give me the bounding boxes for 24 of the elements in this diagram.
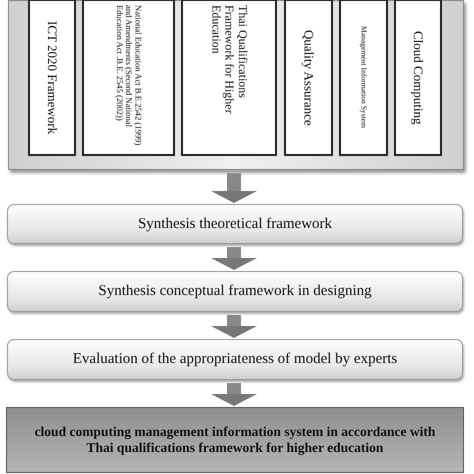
block-arrow <box>211 173 257 203</box>
column-label: Thai Qualifications Framework for Higher Education <box>209 5 249 116</box>
process-box <box>7 339 463 380</box>
block-arrow <box>211 383 257 406</box>
framework-panel <box>8 0 464 170</box>
step-label: Synthesis conceptual framework in designing <box>98 283 372 300</box>
block-arrow <box>211 315 257 338</box>
framework-column <box>339 0 388 156</box>
step-label: Evaluation of the appropriateness of model by experts <box>72 351 398 368</box>
framework-column <box>82 0 175 156</box>
framework-column <box>284 0 333 156</box>
process-box <box>7 204 463 244</box>
block-arrow <box>211 247 257 270</box>
result-box <box>6 407 464 473</box>
framework-column <box>394 0 442 156</box>
column-label: Quality Assurance <box>301 30 316 126</box>
framework-column <box>28 0 76 156</box>
step-label: Synthesis theoretical framework <box>138 216 332 232</box>
column-label: ICT 2020 Framework <box>44 20 60 134</box>
column-label: Cloud Computing <box>410 30 426 124</box>
framework-column <box>181 0 277 156</box>
column-label: National Education Act B.E.2542 (1999) and Amendments (Second National Education Act .B.E. 2545 (2002)) <box>114 5 143 148</box>
process-box <box>7 271 463 312</box>
result-text: cloud computing management information system in accordance with Thai qualifications framework for higher education <box>34 424 436 456</box>
